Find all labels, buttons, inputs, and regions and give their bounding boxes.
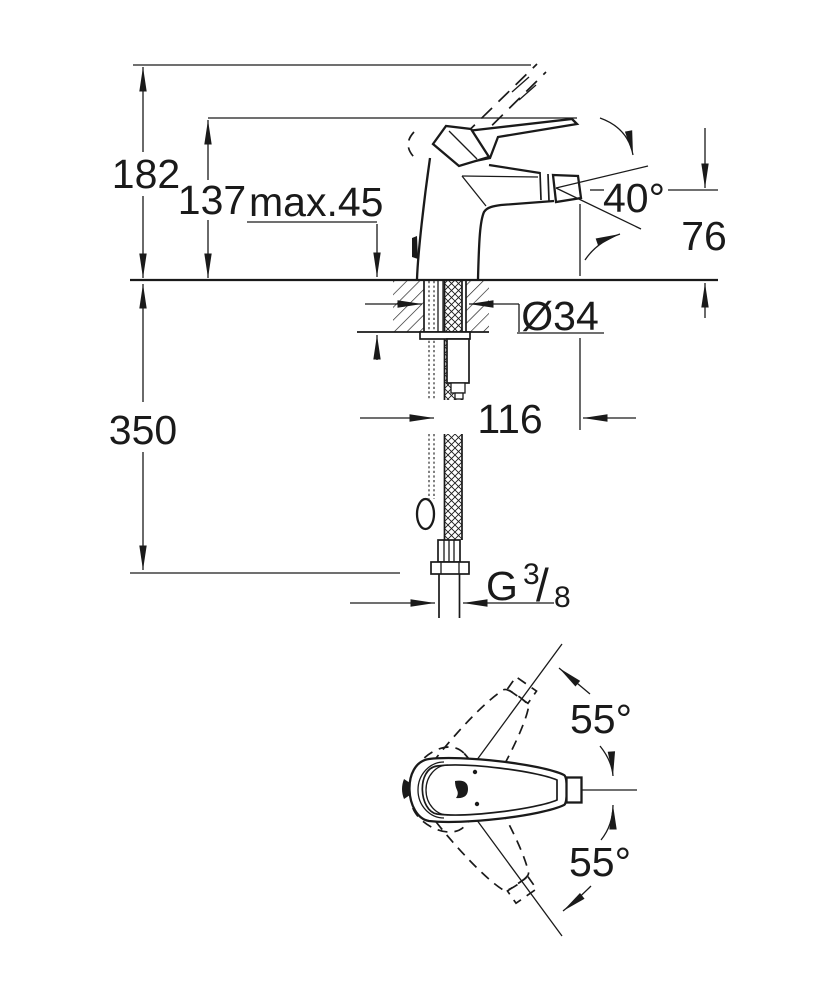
dimension-g38: G 3 / 8: [350, 558, 571, 614]
dim-350-label: 350: [109, 407, 177, 453]
handle-top-view: [402, 756, 583, 824]
body-side-button: [412, 236, 418, 259]
raised-cap-dashed: [407, 131, 418, 161]
raised-lever-dashed-2: [457, 71, 547, 160]
top-view: 55° 55°: [402, 643, 637, 937]
handle-cap: [431, 124, 491, 168]
dim-40deg-label: 40°: [603, 175, 665, 221]
dim-g38-prefix: G: [486, 563, 518, 609]
dim-55deg-down-label: 55°: [569, 839, 631, 885]
dimension-max45: max.45: [247, 179, 383, 360]
aerator: [551, 173, 583, 204]
dim-76-label: 76: [681, 213, 727, 259]
dimension-55deg-down: 55°: [562, 804, 631, 912]
swing-line-down: [467, 807, 563, 937]
under-counter-assembly: [415, 281, 471, 618]
dimension-182: 182: [112, 64, 531, 278]
dimension-40deg: 40°: [555, 117, 665, 261]
dimension-dia34: Ø34: [365, 293, 604, 339]
dim-182-label: 182: [112, 151, 180, 197]
body-right-edge: [476, 199, 555, 280]
dimension-116: 116: [360, 204, 636, 442]
swing-line-up: [467, 643, 563, 773]
flexible-hose: [443, 281, 463, 540]
dimension-137: 137: [178, 117, 577, 278]
logo-mark: [455, 780, 468, 799]
dim-55deg-up-label: 55°: [570, 696, 632, 742]
shank-flange: [419, 331, 471, 340]
dimension-350: 350: [109, 284, 400, 574]
pull-rod-knob: [415, 497, 436, 531]
counter-section: [130, 278, 718, 333]
hose-nut: [430, 561, 470, 575]
cap-notch: [402, 779, 410, 799]
hose-end-fitting: [430, 539, 470, 618]
dimension-55deg-up: 55°: [558, 667, 632, 777]
body-left-edge: [415, 157, 432, 280]
deck-hatch-left: [393, 281, 424, 332]
spout-top-edge: [488, 163, 541, 175]
side-view: 182 137 max.45 40°: [109, 63, 727, 618]
lever-tip-cap: [565, 776, 583, 804]
dim-g38-slash: /: [536, 559, 549, 611]
handle-side: [407, 63, 580, 168]
dim-g38-numerator: 3: [523, 558, 540, 591]
dim-116-label: 116: [477, 396, 542, 442]
mounting-nut: [446, 338, 470, 384]
deck-hatch-right: [466, 281, 489, 332]
lever-inner-outline: [421, 764, 558, 816]
dim-max45-label: max.45: [249, 179, 383, 225]
faucet-body: [412, 157, 583, 280]
dim-g38-denominator: 8: [554, 581, 571, 614]
raised-lever-dashed: [446, 63, 538, 153]
dimension-76: 76: [668, 128, 727, 318]
dim-dia34-label: Ø34: [521, 293, 599, 339]
dim-137-label: 137: [178, 177, 246, 223]
